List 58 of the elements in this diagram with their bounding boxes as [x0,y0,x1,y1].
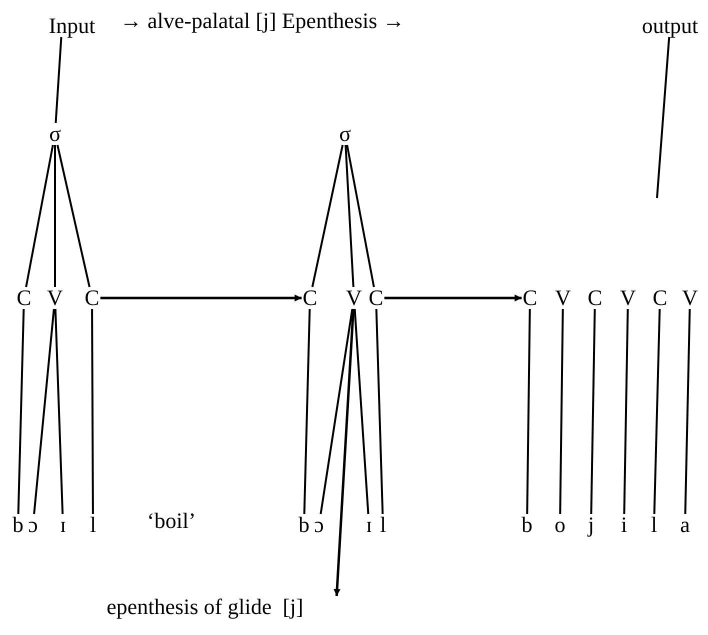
association-line [526,308,531,514]
phonology-symbol: C [522,287,538,309]
association-line [346,144,375,288]
association-line [54,145,56,287]
association-line [375,308,384,514]
phonology-symbol: V [681,287,699,309]
phonology-symbol: ɔ [27,514,39,536]
association-line [320,308,354,514]
arrow [334,308,355,596]
association-line [54,36,62,124]
phonology-symbol: ɪ [58,514,68,536]
phonology-symbol: j [586,514,596,536]
phonology-symbol: V [46,287,64,309]
association-line [303,308,311,514]
phonology-symbol: a [679,514,691,536]
association-line [590,308,596,514]
phonology-symbol: ɪ [364,514,374,536]
association-line [354,308,370,514]
association-line [311,144,344,288]
phonology-symbol: C [302,287,318,309]
arrow [384,294,522,302]
phonology-symbol: l [650,514,658,536]
phonology-symbol: C [16,287,32,309]
association-line [25,144,54,288]
association-line [559,308,564,514]
association-line [684,308,691,514]
phonology-symbol: C [84,287,100,309]
phonology-symbol: ɔ [313,514,325,536]
phonology-symbol: C [368,287,384,309]
phonology-symbol: C [652,287,668,309]
association-line [33,308,55,514]
phonology-symbol: σ [338,123,352,145]
association-line [653,308,661,514]
association-line [17,308,25,514]
association-line [656,36,670,198]
phonology-symbol: V [345,287,363,309]
phonology-symbol: b [12,514,24,536]
stage-label: output [640,15,700,37]
phonology-symbol: l [378,514,388,536]
association-line [91,309,94,514]
phonology-symbol: b [298,514,310,536]
phonology-symbol: σ [48,123,62,145]
phonology-symbol: b [520,514,534,536]
association-line [56,144,90,288]
association-line [344,144,354,288]
phonology-symbol: V [619,287,637,309]
stage-label: Input [48,15,96,37]
phonology-symbol: l [88,514,98,536]
association-line [54,308,64,514]
phonology-symbol: V [554,287,572,309]
phonology-symbol: C [586,287,604,309]
arrow [100,294,302,302]
association-line [623,308,629,514]
annotation-text: epenthesis of glide [j] [106,596,304,618]
phonology-symbol: o [554,514,566,536]
rule-heading: → alve-palatal [j] Epenthesis → [120,10,405,32]
gloss-text: ‘boil’ [147,510,196,532]
phonology-symbol: i [620,514,628,536]
